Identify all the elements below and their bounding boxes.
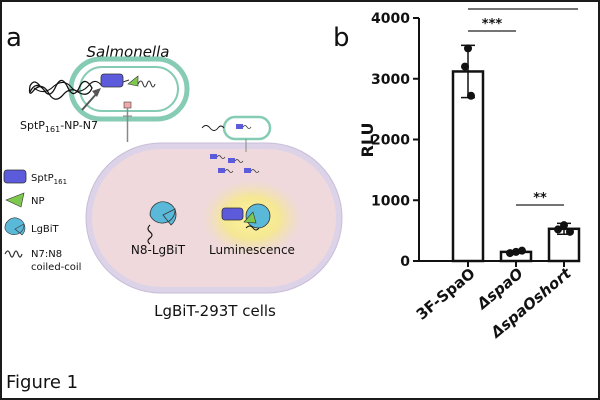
y-axis-label: RLU <box>358 123 377 158</box>
panel-a: a Salmonella SptP161-NP-N7 <box>3 23 343 320</box>
legend-coil-icon <box>4 250 23 258</box>
legend: SptP161 NP LgBiT N7:N8 coiled-coil <box>3 169 81 273</box>
data-point <box>461 62 469 71</box>
construct-label: SptP161-NP-N7 <box>20 119 98 134</box>
data-point <box>518 246 526 255</box>
salmonella-bacterium <box>68 56 190 122</box>
sig-label-double: ** <box>533 191 547 206</box>
y-tick-label: 2000 <box>371 133 410 149</box>
legend-np-icon <box>5 192 25 208</box>
x-tick-label: ΔspaOshort <box>487 264 576 342</box>
bar <box>451 70 485 263</box>
y-tick-label: 4000 <box>371 11 410 27</box>
panel-b-letter: b <box>333 23 350 53</box>
complex-icon <box>221 203 271 231</box>
cell-label: LgBiT-293T cells <box>154 302 276 320</box>
x-tick-label: 3F-SpaO <box>413 264 479 323</box>
secretion-needle-icon <box>123 101 132 142</box>
small-bacterium-icon <box>201 115 272 152</box>
legend-coil-label: N7:N8 <box>31 249 62 260</box>
legend-lgbit-label: LgBiT <box>31 224 60 235</box>
secreted-constructs <box>210 154 260 173</box>
data-point <box>467 91 475 100</box>
data-point <box>512 247 520 256</box>
y-tick-label: 3000 <box>371 72 410 88</box>
y-tick-label: 0 <box>400 254 410 270</box>
legend-lgbit-icon <box>4 217 26 236</box>
data-point <box>560 221 568 230</box>
legend-coil-label-line2: coiled-coil <box>31 262 81 273</box>
data-point <box>506 249 514 258</box>
lgbit-pacman-icon <box>149 201 177 226</box>
luminescence-label: Luminescence <box>209 243 295 257</box>
data-point <box>554 225 562 234</box>
data-point <box>566 227 574 236</box>
plasmid-dna-icon <box>28 79 93 100</box>
host-cell <box>85 142 343 294</box>
legend-np-label: NP <box>31 196 45 207</box>
legend-sptp-label: SptP161 <box>31 173 67 186</box>
figure-caption: Figure 1 <box>6 372 79 393</box>
legend-sptp-icon <box>3 169 27 184</box>
sig-label-triple: *** <box>482 17 503 32</box>
panel-b: b RLU 010002000300040003F-SpaOΔspaOΔspaO… <box>333 8 581 342</box>
np-triangle-icon <box>127 75 139 87</box>
sptp-rect-icon <box>100 73 124 88</box>
panel-a-letter: a <box>6 23 22 53</box>
y-tick-label: 1000 <box>371 193 410 209</box>
sensor-label: N8-LgBiT <box>131 243 186 257</box>
coil-icon <box>137 80 156 88</box>
data-point <box>464 44 472 53</box>
